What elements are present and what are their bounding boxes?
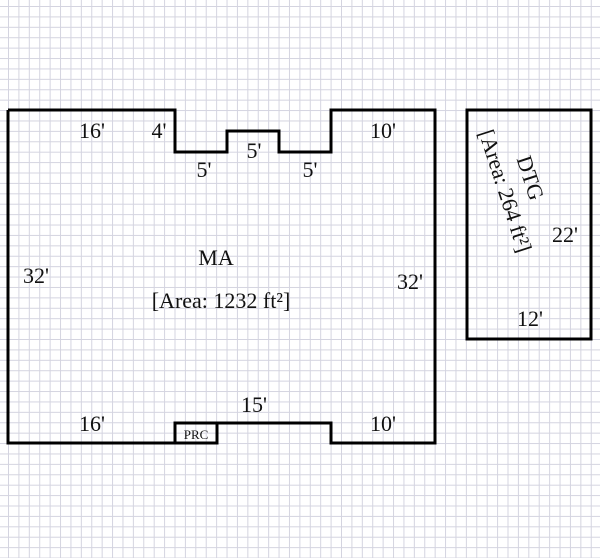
dim-dtg-side: 22' <box>552 222 578 247</box>
dim-ma-bottom-mid: 15' <box>241 392 267 417</box>
room-dtg-outline[interactable] <box>465 108 593 341</box>
dim-ma-bottom-left: 16' <box>79 411 105 436</box>
dim-ma-step-left: 4' <box>151 118 167 143</box>
prc-label: PRC <box>183 427 209 442</box>
room-ma-outline[interactable] <box>6 108 437 445</box>
prc-outline[interactable] <box>173 421 219 445</box>
dim-ma-top-left: 16' <box>79 118 105 143</box>
dim-ma-notch-mid: 5' <box>246 138 262 163</box>
dim-ma-notch-left: 5' <box>196 157 212 182</box>
room-ma-name: MA <box>198 245 234 270</box>
room-ma-area: [Area: 1232 ft²] <box>151 288 291 313</box>
dim-ma-bottom-right: 10' <box>370 411 396 436</box>
dim-ma-notch-right: 5' <box>302 157 318 182</box>
dim-ma-top-right: 10' <box>370 118 396 143</box>
dim-ma-left: 32' <box>23 263 49 288</box>
dim-ma-right: 32' <box>397 269 423 294</box>
dim-dtg-bottom: 12' <box>517 306 543 331</box>
